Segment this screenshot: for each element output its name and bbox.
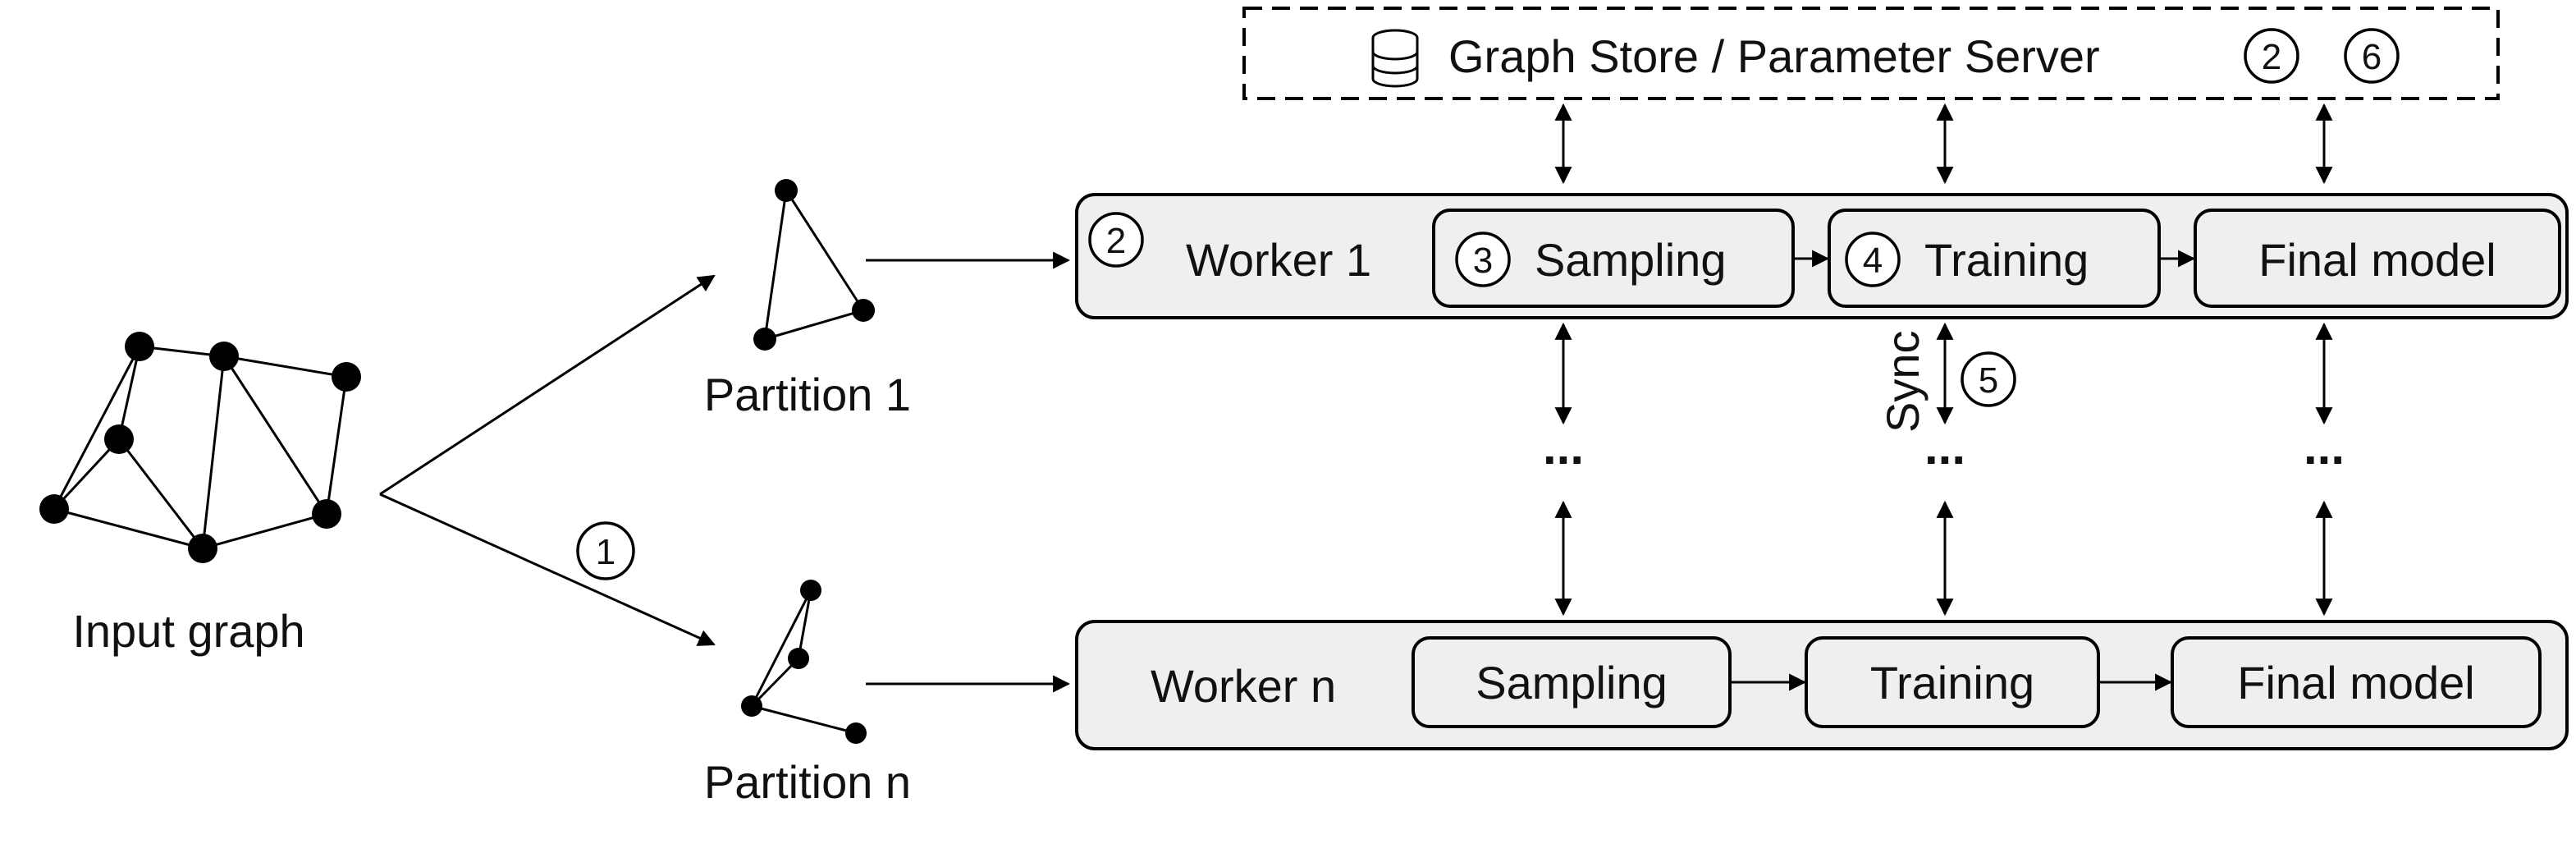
graph-node [800, 580, 821, 601]
graph-node [753, 328, 776, 351]
graph-node [788, 648, 809, 669]
worker-1-final-model-label: Final model [2258, 234, 2496, 286]
graph-node [209, 342, 239, 371]
partition-1: Partition 1 [704, 179, 1071, 420]
store-worker-arrows [1554, 103, 2333, 185]
graph-node [125, 332, 154, 361]
worker-n-sampling-label: Sampling [1476, 657, 1667, 709]
worker-1-training-label: Training [1924, 234, 2089, 286]
graph-store-label: Graph Store / Parameter Server [1448, 30, 2100, 82]
partition-1-label: Partition 1 [704, 369, 911, 420]
svg-text:5: 5 [1979, 360, 1998, 401]
graph-node [312, 499, 341, 529]
partition-step-badge: 1 [576, 521, 635, 580]
graph-node [332, 362, 361, 392]
graph-node [775, 179, 798, 202]
worker-n-final-model-label: Final model [2237, 657, 2474, 709]
graph-store: Graph Store / Parameter Server 2 6 [1242, 7, 2500, 100]
worker-1-sampling-label: Sampling [1535, 234, 1726, 286]
partition-arrows: 1 [379, 274, 716, 646]
svg-text:4: 4 [1863, 241, 1883, 281]
input-graph-label: Input graph [72, 605, 304, 657]
graph-node [104, 424, 134, 454]
sampling-step-badge: 3 [1455, 232, 1511, 287]
inter-worker-connections: ... ... ... Sync 5 [1543, 322, 2345, 617]
store-step-badge-6: 6 [2344, 28, 2400, 84]
partition-1-arrow [379, 274, 716, 496]
partition-n-label: Partition n [704, 756, 911, 808]
partition-n-arrow [379, 493, 716, 646]
partition-n: Partition n [704, 580, 1071, 808]
svg-text:3: 3 [1473, 241, 1493, 281]
store-step-badge-2: 2 [2244, 28, 2299, 84]
sync-step-badge: 5 [1961, 351, 2016, 407]
worker-n-label: Worker n [1151, 660, 1336, 712]
worker-1-label: Worker 1 [1186, 234, 1371, 286]
graph-node [188, 534, 217, 563]
graph-node [741, 695, 762, 717]
database-icon [1371, 29, 1419, 88]
graph-node [852, 299, 875, 322]
sampling-ellipsis: ... [1543, 420, 1584, 475]
graph-node [845, 722, 867, 744]
graph-node [39, 494, 69, 524]
svg-text:1: 1 [596, 532, 615, 572]
training-ellipsis: ... [1924, 420, 1965, 475]
svg-text:6: 6 [2362, 37, 2382, 77]
svg-text:2: 2 [2262, 37, 2281, 77]
input-graph: Input graph [39, 332, 361, 657]
sync-label: Sync [1877, 331, 1929, 433]
worker-n: Worker n Sampling Training Final model [1075, 620, 2569, 750]
svg-text:2: 2 [1106, 221, 1126, 261]
final-model-ellipsis: ... [2304, 420, 2345, 475]
worker-1: 2 Worker 1 3 Sampling 4 Training Final m… [1075, 193, 2569, 319]
worker-1-step-badge: 2 [1088, 212, 1144, 268]
worker-n-training-label: Training [1870, 657, 2034, 709]
training-step-badge: 4 [1845, 232, 1901, 287]
